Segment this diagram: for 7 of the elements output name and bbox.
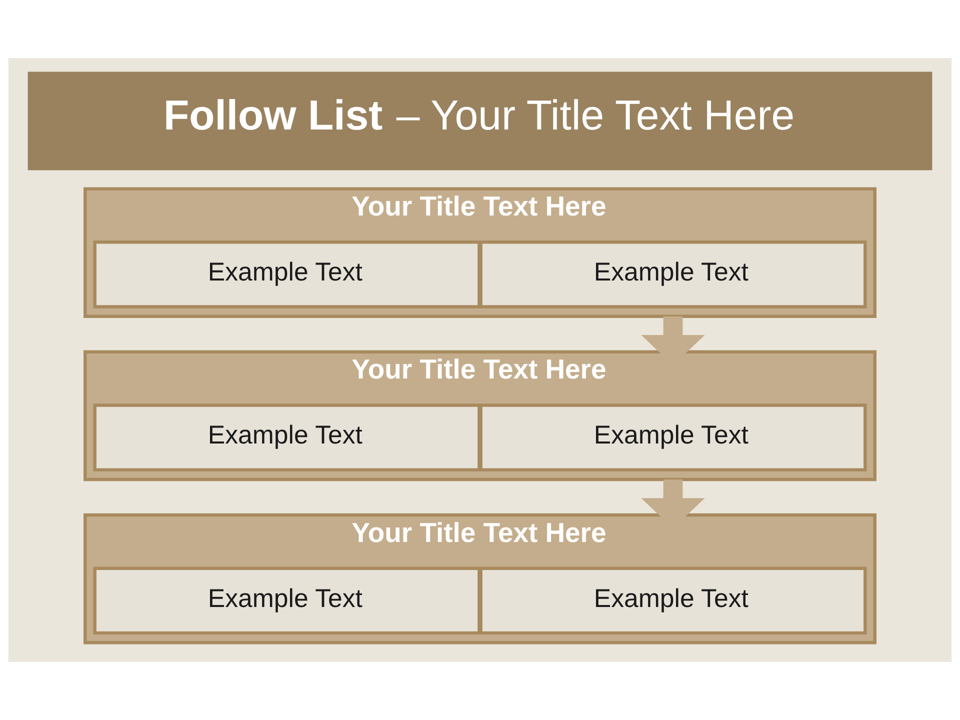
- node-box: Example Text: [479, 404, 867, 472]
- node-box: Example Text: [93, 566, 481, 635]
- diagram-title: Follow List – Your Title Text Here: [163, 92, 795, 139]
- node-box: Example Text: [93, 240, 481, 308]
- node-box: Example Text: [479, 240, 867, 308]
- node-box: Example Text: [479, 566, 867, 635]
- node-box: Example Text: [93, 404, 481, 472]
